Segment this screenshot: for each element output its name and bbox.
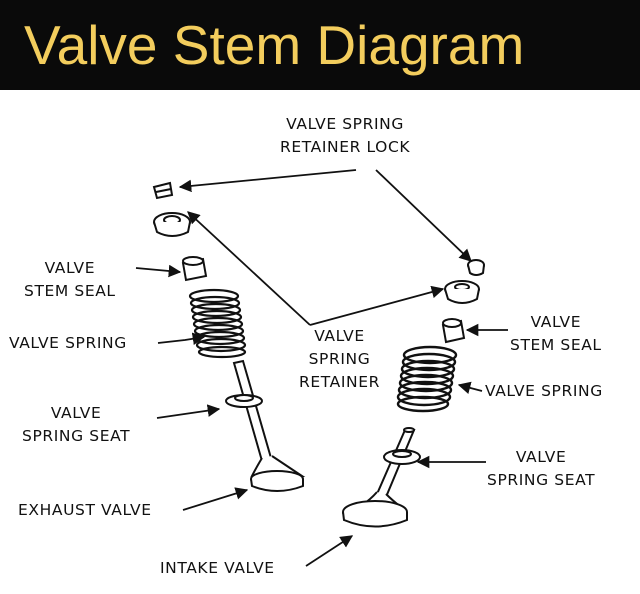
label-retainer-lock: VALVE SPRING RETAINER LOCK [280,115,411,156]
arrow-retainer-left [187,211,311,326]
arrow-lock-left [178,169,357,193]
label-left-valve-spring: VALVE SPRING [9,334,127,352]
left-retainer-lock [152,181,174,200]
arrow-left-spring-seat [156,404,221,419]
label-right-valve-spring: VALVE SPRING [485,382,603,400]
leader-lines [135,169,508,567]
label-exhaust-valve: EXHAUST VALVE [18,501,152,519]
title-bar: Valve Stem Diagram [0,0,640,90]
label-intake-valve: INTAKE VALVE [160,559,275,577]
right-valve-spring [396,345,458,413]
label-right-stem-seal: VALVE STEM SEAL [510,313,602,354]
arrow-lock-right [375,169,472,262]
right-intake-valve [342,427,421,528]
arrow-exhaust-valve [182,487,249,511]
arrow-right-valve-spring [457,381,483,394]
label-spring-retainer: VALVE SPRING RETAINER [299,327,380,391]
left-stem-seal [181,256,208,282]
right-spring-retainer [444,280,480,304]
label-left-stem-seal: VALVE STEM SEAL [24,259,116,300]
left-exhaust-valve [225,359,306,492]
left-spring-retainer [153,212,191,237]
right-stem-seal [441,318,466,344]
right-retainer-lock [467,259,485,276]
label-left-spring-seat: VALVE SPRING SEAT [22,404,131,445]
label-right-spring-seat: VALVE SPRING SEAT [487,448,596,489]
arrow-left-valve-spring [157,332,206,345]
diagram-canvas [0,90,640,589]
arrow-left-stem-seal [135,264,182,278]
arrow-intake-valve [305,535,354,567]
left-valve-spring [188,288,247,359]
page-title: Valve Stem Diagram [24,14,525,76]
arrow-retainer-right [309,285,445,326]
valve-diagram-svg [135,169,508,567]
